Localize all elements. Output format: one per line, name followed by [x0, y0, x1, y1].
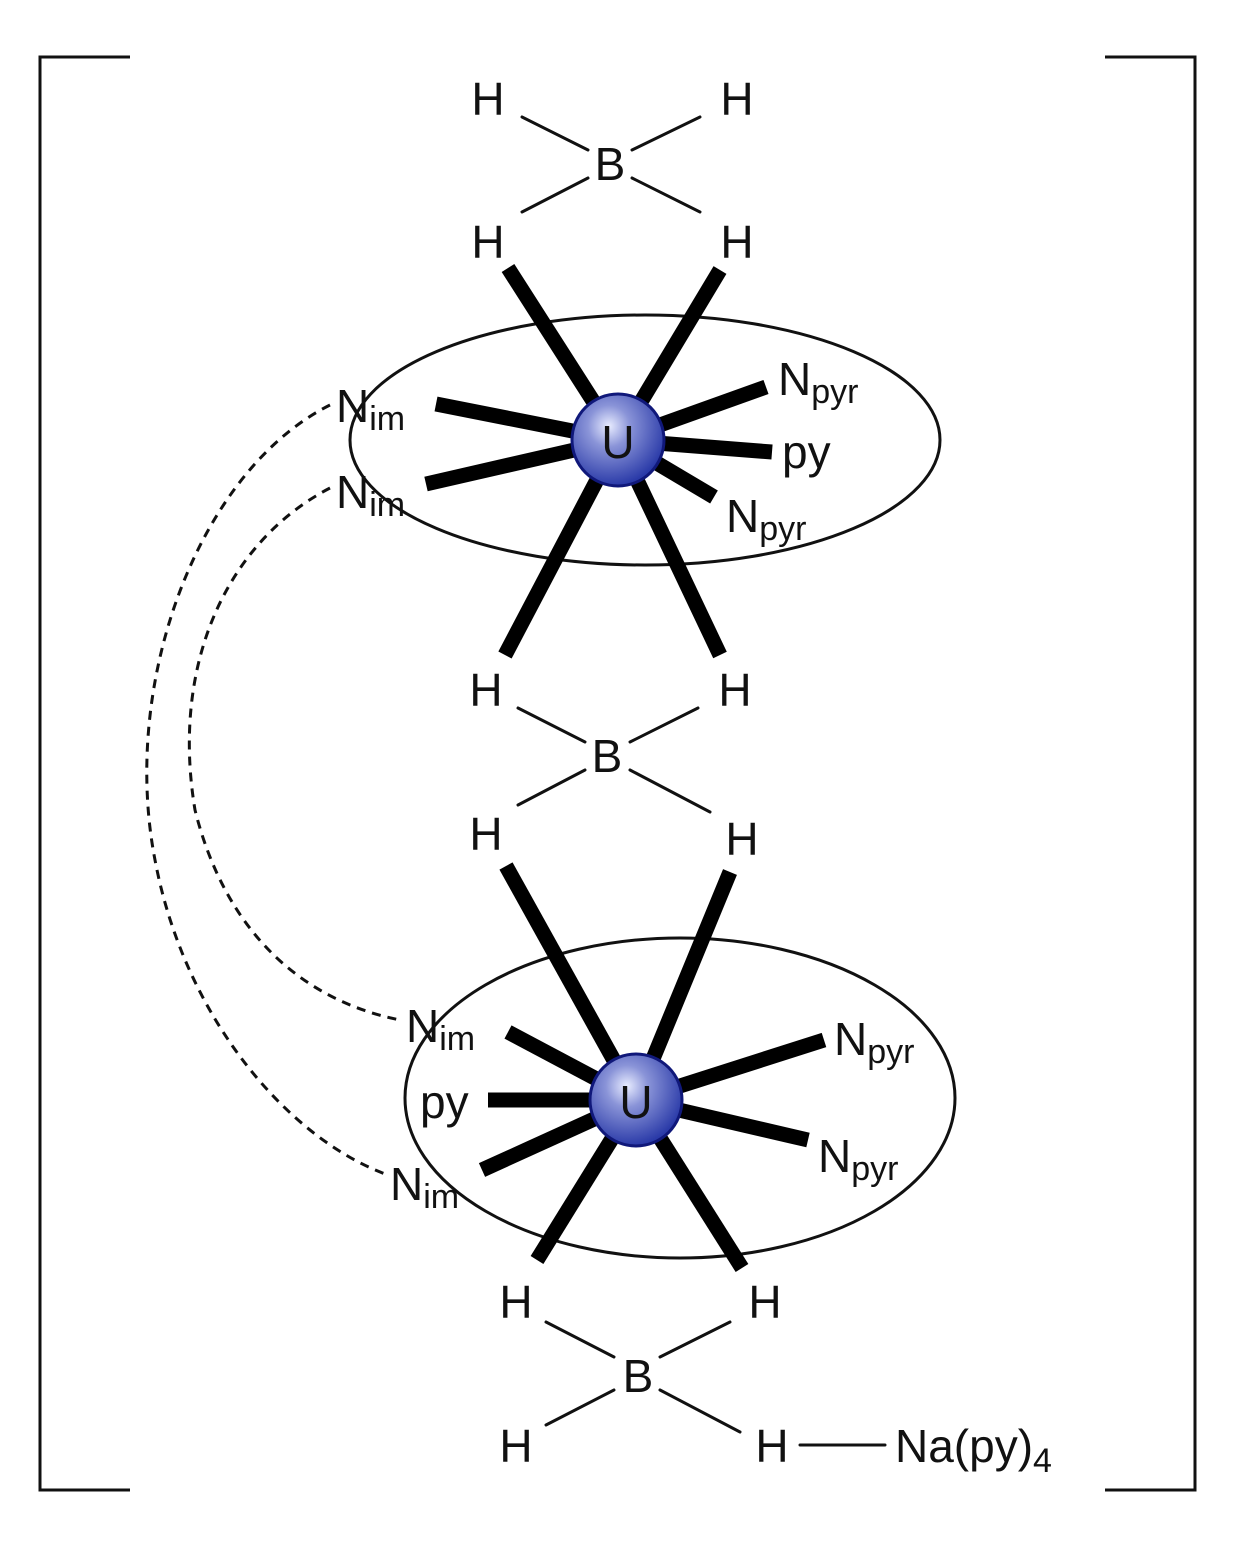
sodium-pyridine-label: Na(py)4: [895, 1420, 1052, 1480]
imine-nitrogen-label: Nim: [406, 1000, 475, 1058]
uranium-atom: [570, 392, 666, 488]
right-bracket: [1105, 55, 1197, 1492]
pyridine-label: py: [420, 1076, 469, 1128]
boron-label: B: [595, 138, 626, 190]
boron-label: B: [623, 1350, 654, 1402]
uranium-atom: [588, 1052, 684, 1148]
hydrogen-label: H: [720, 73, 753, 125]
pyrrole-nitrogen-label: Npyr: [726, 490, 806, 548]
imine-nitrogen-label: Nim: [336, 466, 405, 524]
pyrrole-nitrogen-label: Npyr: [818, 1130, 898, 1188]
hydrogen-label: H: [725, 813, 758, 865]
sodium-subscript: 4: [1033, 1442, 1052, 1480]
hydrogen-label: H: [471, 73, 504, 125]
pyridine-label: py: [782, 426, 831, 478]
borohydride-middle: H H B H H: [469, 664, 758, 865]
hydrogen-label: H: [499, 1276, 532, 1328]
uranium-center-lower: U Nim Nim Npyr Npyr py: [390, 862, 957, 1273]
uranium-label: U: [601, 416, 634, 468]
macrocycle-ring-upper: [348, 313, 942, 567]
uranium-label: U: [619, 1076, 652, 1128]
hydrogen-label: H: [469, 664, 502, 716]
borohydride-bottom: H H B H H Na(py)4: [499, 1276, 1052, 1480]
hydrogen-label: H: [469, 808, 502, 860]
imine-nitrogen-label: Nim: [390, 1158, 459, 1216]
hydrogen-label: H: [718, 664, 751, 716]
dashed-link-inner: [187, 486, 401, 1022]
pyrrole-nitrogen-label: Npyr: [834, 1013, 914, 1071]
uranium-center-upper: U Nim Nim Npyr Npyr py: [336, 263, 942, 659]
borohydride-top: H H B H H: [471, 73, 753, 268]
dashed-link-outer: [145, 403, 389, 1177]
hydrogen-label: H: [499, 1420, 532, 1472]
pyrrole-nitrogen-label: Npyr: [778, 353, 858, 411]
hydrogen-label: H: [471, 216, 504, 268]
left-bracket: [38, 55, 130, 1492]
sodium-label: Na(py): [895, 1420, 1033, 1472]
boron-label: B: [592, 730, 623, 782]
macrocycle-ring-lower: [403, 936, 957, 1260]
hydrogen-label: H: [748, 1276, 781, 1328]
imine-nitrogen-label: Nim: [336, 380, 405, 438]
hydrogen-label: H: [755, 1420, 788, 1472]
hydrogen-label: H: [720, 216, 753, 268]
